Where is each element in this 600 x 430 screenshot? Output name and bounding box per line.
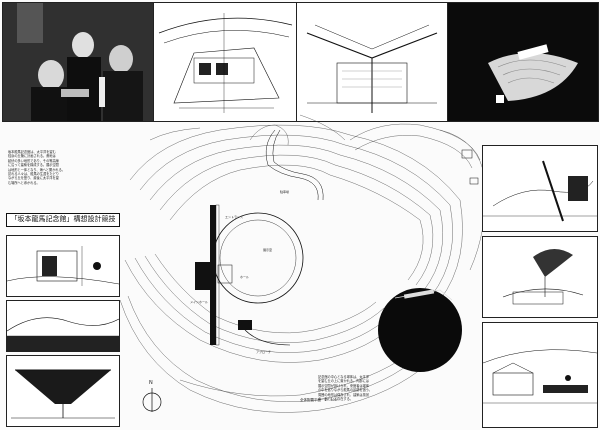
long-gallery-building (210, 205, 216, 345)
memorial-sphere (378, 288, 462, 372)
scale-label: 全体配置平面 1：500 (300, 398, 337, 402)
map-label-3: ホール (240, 275, 250, 279)
map-label-4: 駐車場 (280, 190, 290, 194)
perspective-drawing-1 (153, 2, 297, 122)
map-label-5: アプローチ (256, 350, 272, 354)
right-aerial-sketch (483, 160, 597, 222)
right-drawing-3 (482, 322, 598, 428)
access-road (265, 129, 319, 201)
interior-perspective (158, 13, 293, 113)
section-drawing (296, 2, 448, 122)
photo-figures (3, 3, 153, 121)
left-drawing-2 (6, 300, 120, 352)
map-label-2: 展示室 (263, 248, 273, 252)
left-landscape-view (7, 317, 119, 351)
left-drawing-3 (6, 355, 120, 427)
map-label-1: エントランス (225, 215, 243, 219)
north-label: N (149, 380, 153, 386)
lower-text: 記念館の中心となる球体は、太平洋 を望む丘の上に置かれる。内部には 展示空間が設… (318, 375, 372, 402)
model-photo (447, 2, 599, 122)
right-drawing-1 (482, 145, 598, 232)
intro-text: 坂本龍馬記念館は、太平洋を望む 桂浜の丘陵に計画される。敷地は 起伏の多い地形で… (8, 150, 65, 185)
left-dome-section (11, 369, 115, 419)
right-sculpture-sketch (502, 248, 584, 305)
left-drawing-1 (6, 235, 120, 297)
sheet-title: 「坂本龍馬記念館」構想設計競技 (6, 213, 120, 227)
right-drawing-2 (482, 236, 598, 318)
entrance-pavilion (238, 320, 252, 330)
model-view (448, 3, 598, 121)
exhibit-block (195, 262, 215, 290)
left-section-view (7, 246, 119, 286)
photo-handshake (2, 2, 154, 122)
central-plaza-ring (212, 212, 304, 304)
map-label-6: メインホール (190, 300, 209, 304)
right-site-perspective (483, 349, 597, 404)
building-section (306, 24, 438, 113)
north-arrow (142, 392, 162, 412)
contour-lines (119, 114, 486, 413)
